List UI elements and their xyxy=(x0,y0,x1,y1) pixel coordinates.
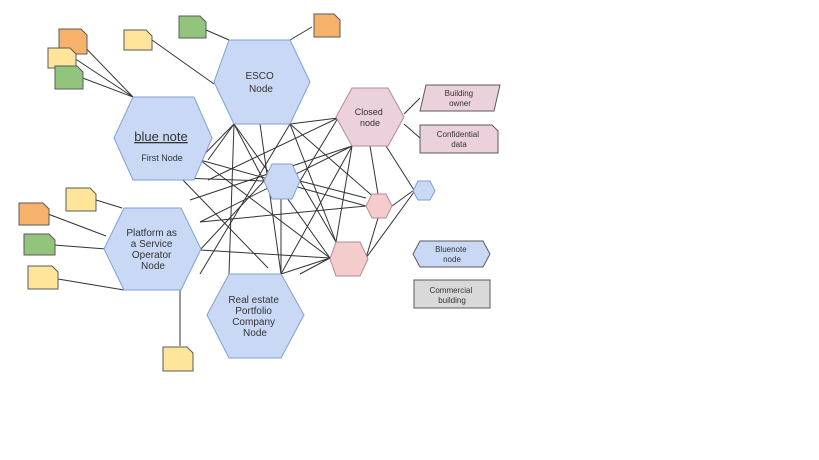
document-icon xyxy=(54,65,84,90)
small-pink-hexagon[interactable] xyxy=(365,193,393,219)
edge xyxy=(289,123,337,243)
edge xyxy=(391,189,415,207)
edge xyxy=(205,29,230,41)
edge xyxy=(95,199,123,209)
pink-hexagon[interactable] xyxy=(329,241,369,277)
edge xyxy=(233,123,265,182)
document-icon xyxy=(18,202,50,226)
first-node-label: First Node xyxy=(141,153,183,163)
document-icon xyxy=(27,265,59,290)
document-icon xyxy=(123,29,153,51)
edge xyxy=(151,39,215,85)
edge xyxy=(280,145,353,275)
closed-node-hexagon[interactable] xyxy=(335,87,405,147)
labels: ESCO Node blue note First Node Platform … xyxy=(126,71,481,339)
edge xyxy=(365,217,379,259)
edge xyxy=(335,145,353,243)
edge xyxy=(289,123,385,207)
bluenote-node-legend-label: Bluenote node xyxy=(435,245,469,264)
document-icon xyxy=(23,233,56,256)
esco-node-hexagon[interactable] xyxy=(213,39,311,125)
legend xyxy=(412,84,501,309)
edge xyxy=(259,123,282,275)
commercial-building-legend-label: Commercial building xyxy=(430,286,475,305)
document-icon xyxy=(313,13,341,38)
edge xyxy=(289,117,339,125)
edge xyxy=(299,257,331,275)
bluenote-node-legend-shape xyxy=(412,240,491,268)
document-icon xyxy=(47,47,77,69)
edge xyxy=(299,180,367,199)
edge xyxy=(199,180,265,251)
tiny-bluenote-hexagon[interactable] xyxy=(412,180,436,201)
esco-node-label: ESCO Node xyxy=(245,71,276,95)
commercial-building-legend-shape xyxy=(413,279,491,309)
document-icon xyxy=(162,346,194,372)
edge xyxy=(385,145,415,191)
closed-node-label: Closed node xyxy=(355,107,386,128)
center-bluenote-hexagon[interactable] xyxy=(263,163,301,200)
edge xyxy=(403,97,421,115)
edge xyxy=(365,191,415,259)
edge xyxy=(57,278,125,291)
bluenote-logo: blue note xyxy=(134,129,188,144)
document-icon xyxy=(65,187,97,212)
building-owner-label: Building owner xyxy=(445,89,476,108)
realestate-node-hexagon[interactable] xyxy=(206,273,305,359)
edge xyxy=(79,76,134,98)
edge xyxy=(199,249,331,259)
edge xyxy=(299,117,339,182)
edge xyxy=(289,26,313,41)
edge xyxy=(207,123,235,161)
edge xyxy=(299,180,337,243)
edge xyxy=(403,123,421,139)
document-icons xyxy=(18,13,341,372)
first-node-hexagon[interactable] xyxy=(113,96,213,181)
building-owner-shape xyxy=(419,84,501,112)
edge xyxy=(207,117,339,181)
realestate-node-label: Real estate Portfolio Company Node xyxy=(228,295,281,339)
document-icon xyxy=(178,15,207,39)
edge xyxy=(228,123,235,275)
hexagon-nodes xyxy=(103,39,436,359)
confidential-data-shape xyxy=(419,124,499,154)
edge xyxy=(73,57,134,98)
platform-node-label: Platform as a Service Operator Node xyxy=(126,228,179,272)
edge xyxy=(53,244,107,250)
edge xyxy=(369,145,379,195)
edge xyxy=(47,213,107,237)
platform-node-hexagon[interactable] xyxy=(103,207,202,291)
edge xyxy=(199,159,331,259)
confidential-data-label: Confidential data xyxy=(437,130,481,149)
edge xyxy=(199,205,367,223)
edge xyxy=(280,257,331,275)
